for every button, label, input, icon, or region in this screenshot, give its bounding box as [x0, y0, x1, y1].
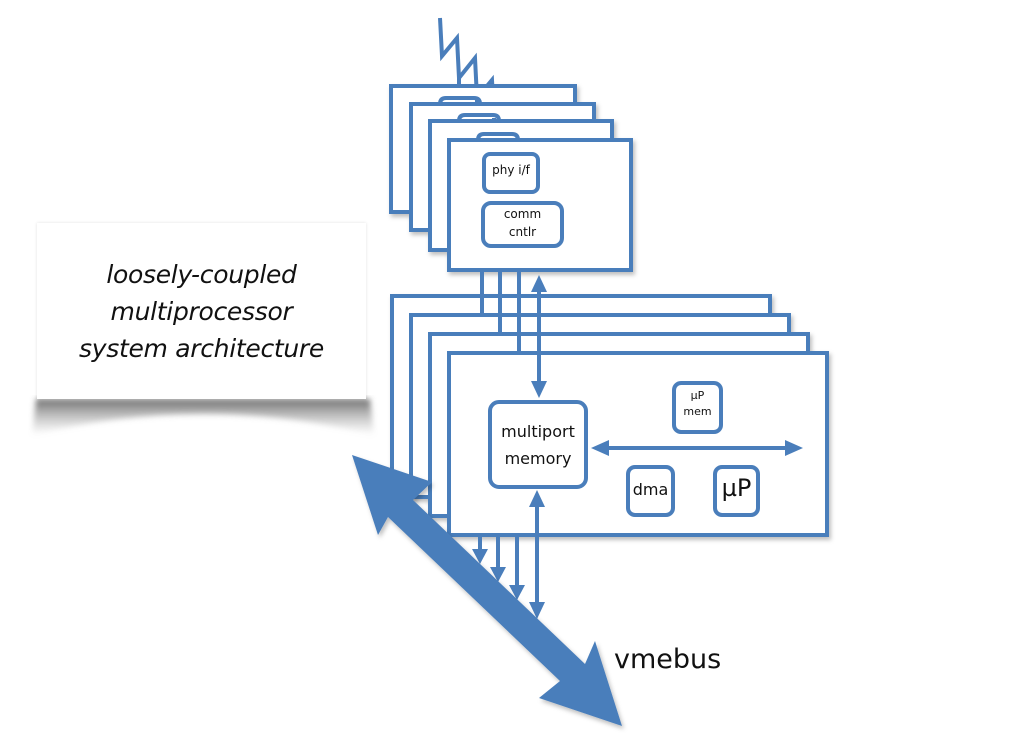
lightning-bolt-overlay: [457, 78, 496, 121]
phy-if-label: phy i/f: [492, 163, 530, 177]
multiport-label: multiport: [501, 422, 575, 441]
cntlr-label: cntlr: [508, 225, 537, 239]
title-line-3: system architecture: [79, 333, 324, 363]
up-box: [713, 465, 760, 517]
title-card-shadow: [32, 399, 374, 435]
up-mem-box: [672, 381, 723, 434]
vmebus-label: vmebus: [614, 644, 722, 675]
interboard-link-overlay: [480, 294, 521, 355]
multiport-memory-box: [488, 400, 588, 489]
up-mem-label-1: µP: [690, 389, 705, 402]
comm-cntlr-box: [481, 201, 564, 248]
board-to-bus-arrows: [472, 535, 525, 600]
memory-to-bus-arrow: [529, 490, 545, 619]
title-line-1: loosely-coupled: [106, 259, 297, 289]
title-line-2: multiprocessor: [110, 296, 293, 326]
dma-label: dma: [632, 480, 669, 499]
up-mem-label-2: mem: [683, 405, 712, 418]
phy-if-box: [482, 152, 540, 194]
comm-label: comm: [503, 207, 542, 221]
title-card: loosely-coupled multiprocessor system ar…: [37, 223, 366, 399]
dma-box: [626, 465, 675, 517]
local-bus-arrow: [591, 440, 803, 456]
up-label: µP: [721, 474, 752, 502]
vmebus-arrow: [352, 455, 622, 726]
comm-to-memory-arrow: [531, 275, 547, 398]
cpu-board-stack: [390, 294, 829, 537]
memory-label: memory: [504, 449, 572, 468]
